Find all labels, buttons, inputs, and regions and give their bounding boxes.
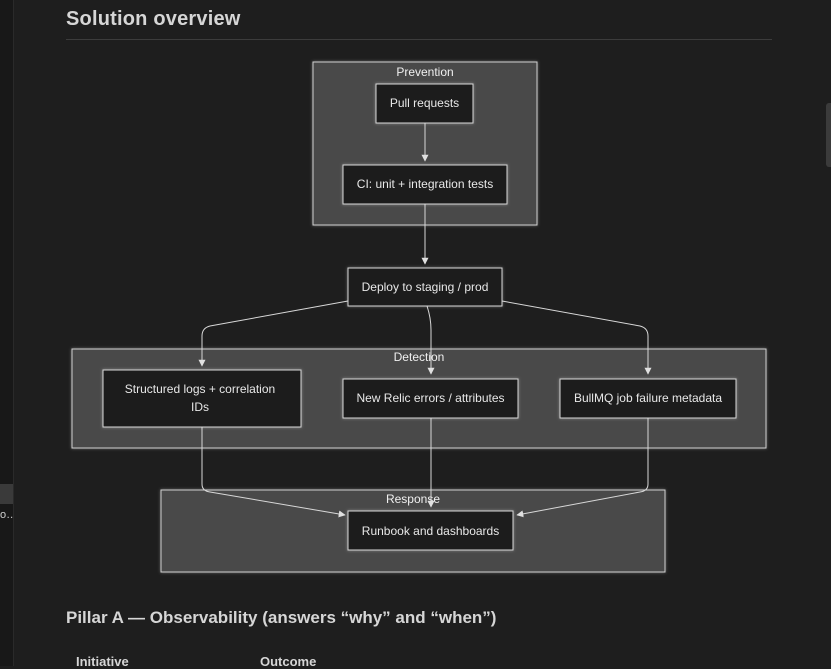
- edge-logs-to-runbook: [201, 427, 346, 518]
- edge-deploy-to-logs: [198, 300, 349, 367]
- group-prevention-label: Prevention: [396, 65, 453, 79]
- node-ci-tests-label: CI: unit + integration tests: [357, 177, 493, 191]
- edge-deploy-to-bullmq: [501, 300, 652, 375]
- edge-deploy-to-newrelic: [426, 305, 435, 375]
- node-deploy[interactable]: Deploy to staging / prod: [347, 267, 503, 307]
- group-detection-label: Detection: [394, 350, 445, 364]
- node-deploy-label: Deploy to staging / prod: [362, 280, 489, 294]
- group-response-label: Response: [386, 492, 440, 506]
- title-divider: [66, 39, 772, 40]
- scrollbar-thumb[interactable]: [826, 103, 831, 167]
- node-pull-requests[interactable]: Pull requests: [375, 83, 474, 124]
- node-pull-requests-label: Pull requests: [390, 96, 459, 110]
- node-bullmq[interactable]: BullMQ job failure metadata: [559, 378, 737, 419]
- table-header-outcome: Outcome: [260, 654, 317, 669]
- node-new-relic[interactable]: New Relic errors / attributes: [342, 378, 519, 419]
- node-structured-logs-label-line2: IDs: [191, 400, 209, 414]
- node-new-relic-label: New Relic errors / attributes: [356, 391, 504, 405]
- sidebar-item-label[interactable]: o…: [0, 509, 13, 521]
- node-runbook-label: Runbook and dashboards: [362, 524, 499, 538]
- sidebar-active-item[interactable]: [0, 484, 13, 504]
- node-ci-tests[interactable]: CI: unit + integration tests: [342, 164, 508, 205]
- section-heading-pillar-a: Pillar A — Observability (answers “why” …: [66, 608, 497, 627]
- table-header-initiative: Initiative: [76, 654, 129, 669]
- node-structured-logs[interactable]: Structured logs + correlation IDs: [102, 369, 302, 428]
- page-title: Solution overview: [66, 8, 241, 30]
- node-bullmq-label: BullMQ job failure metadata: [574, 391, 722, 405]
- node-structured-logs-label-line1: Structured logs + correlation: [125, 382, 275, 396]
- node-runbook[interactable]: Runbook and dashboards: [347, 510, 514, 551]
- edge-bullmq-to-runbook: [516, 418, 649, 518]
